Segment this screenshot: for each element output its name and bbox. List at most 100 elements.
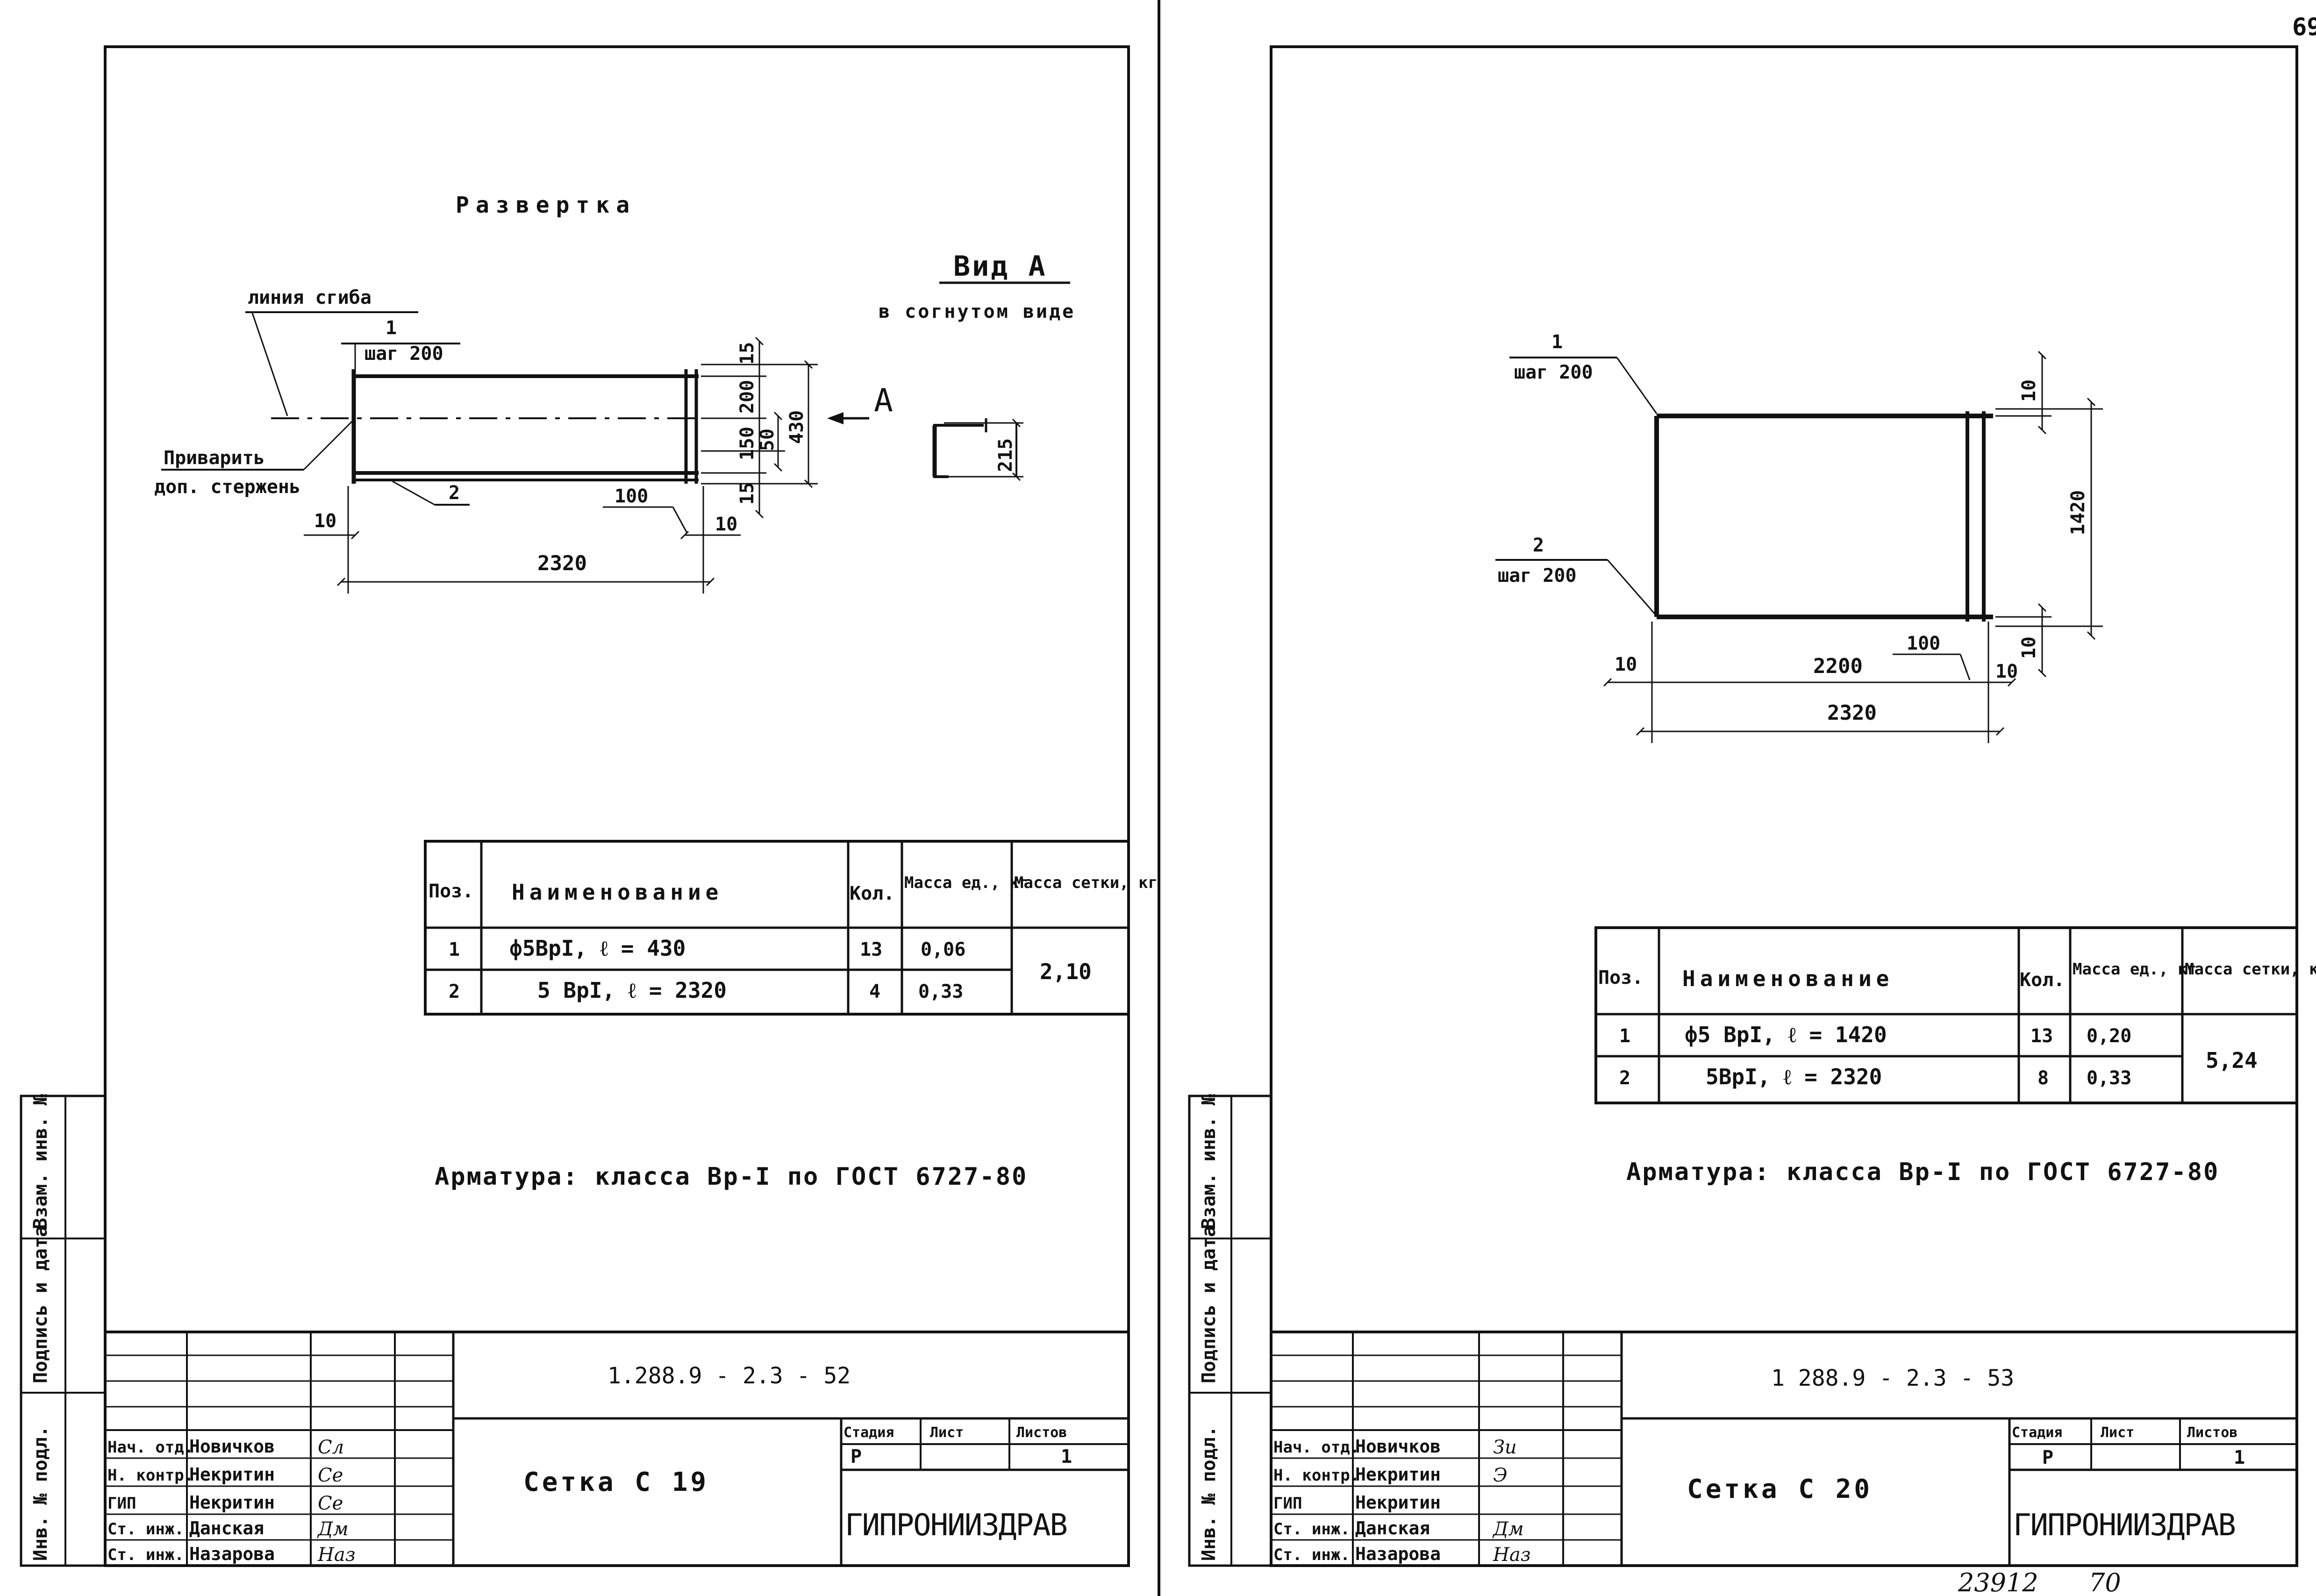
stamp-title: Сетка С 20 [1687, 1474, 1873, 1504]
stamp-sign-4: Дм [317, 1518, 349, 1540]
table-row2-mass: 0,33 [2087, 1067, 2131, 1089]
dim-total-2320: 2320 [1827, 701, 1877, 725]
weld-label-1: Приварить [164, 447, 265, 469]
view-arrow-letter: А [874, 382, 893, 419]
table-row2-qty: 8 [2037, 1067, 2049, 1089]
stamp-sheets-total: 1 [1061, 1446, 1072, 1467]
stamp-sign-1: Зи [1493, 1437, 1517, 1458]
table-header-mass-unit: Масса ед., кг [904, 873, 1029, 892]
stamp-sheets-label: Листов [2187, 1424, 2237, 1441]
stamp-role-1: Нач. отд. [1273, 1438, 1359, 1457]
stamp-name-3: Некритин [1355, 1492, 1441, 1513]
table-header-qty: Кол. [2020, 969, 2065, 991]
stamp-sheet-label: Лист [930, 1424, 964, 1441]
pos2-label: 2 [1533, 535, 1544, 556]
dim-left-10: 10 [1615, 654, 1637, 675]
stamp-sign-2: Э [1493, 1465, 1508, 1486]
stamp-sign-4: Дм [1492, 1518, 1524, 1540]
view-subtitle: в согнутом виде [879, 301, 1075, 322]
table-row2-name: 5ВрI, ℓ = 2320 [1706, 1064, 1882, 1089]
stamp-stage-label: Стадия [2012, 1424, 2062, 1441]
dim-150: 150 [736, 427, 758, 460]
bend-line-label: линия сгиба [248, 287, 372, 308]
stamp-stage: Р [851, 1446, 862, 1467]
step2-label: шаг 200 [1498, 565, 1577, 587]
table-header-pos: Поз. [1598, 967, 1643, 988]
stamp-title: Сетка С 19 [523, 1467, 709, 1497]
stamp-role-5: Ст. инж. [107, 1546, 184, 1564]
dim-right-10: 10 [715, 514, 737, 535]
table-header-name: Наименование [1682, 966, 1894, 991]
drawing-title: Развертка [456, 192, 636, 218]
dim-200: 200 [736, 380, 758, 414]
table-header-pos: Поз. [429, 880, 473, 902]
reinforcement-note: Арматура: класса Вр-I по ГОСТ 6727-80 [1626, 1158, 2219, 1186]
table-row1-name: ф5 ВрI, ℓ = 1420 [1685, 1022, 1887, 1047]
stamp-sign-5: Наз [1493, 1544, 1531, 1566]
dim-top-15: 15 [736, 342, 758, 365]
table-header-name: Наименование [512, 880, 723, 905]
table-row1-pos: 1 [1619, 1025, 1630, 1047]
side-label-sign: Подпись и дата [1198, 1226, 1220, 1383]
pos2-label: 2 [449, 482, 460, 504]
pos1-label: 1 [1551, 331, 1563, 353]
table-total-mass: 5,24 [2206, 1048, 2258, 1073]
stamp-role-4: Ст. инж. [107, 1520, 184, 1539]
table-header-mass-total: Масса сетки, кг [1014, 873, 1158, 892]
table-row2-qty: 4 [869, 981, 880, 1002]
weld-label-2: доп. стержень [154, 476, 300, 498]
stamp-name-4: Данская [189, 1518, 264, 1539]
stamp-name-3: Некритин [189, 1492, 275, 1513]
table-header-mass-total: Масса сетки, кг [2185, 960, 2316, 979]
table-row2-name: 5 ВрI, ℓ = 2320 [537, 978, 727, 1003]
dim-pitch-100: 100 [615, 486, 648, 507]
table-row1-qty: 13 [2030, 1025, 2053, 1047]
dim-left-10: 10 [314, 510, 336, 532]
dim-inner-2200: 2200 [1813, 654, 1863, 678]
stamp-name-2: Некритин [1355, 1464, 1441, 1485]
stamp-name-5: Назарова [1355, 1544, 1441, 1564]
stamp-role-3: ГИП [107, 1494, 136, 1513]
mesh-c20 [1654, 411, 1993, 622]
side-label-replace: Взам. инв. № [1198, 1094, 1220, 1229]
table-row2-pos: 2 [449, 981, 460, 1002]
view-a-bent-shape [933, 424, 984, 478]
table-total-mass: 2,10 [1040, 959, 1092, 984]
dim-top-10: 10 [2018, 379, 2040, 402]
stamp-name-5: Назарова [189, 1544, 275, 1564]
stamp-role-2: Н. контр. [1273, 1466, 1359, 1485]
stamp-name-2: Некритин [189, 1464, 275, 1485]
table-header-qty: Кол. [850, 883, 894, 904]
reinforcement-note: Арматура: класса Вр-I по ГОСТ 6727-80 [435, 1163, 1028, 1191]
stamp-role-5: Ст. инж. [1273, 1546, 1350, 1564]
archive-sheet: 70 [2089, 1568, 2121, 1596]
dim-total-2320: 2320 [537, 551, 587, 575]
table-row1-qty: 13 [860, 939, 882, 960]
stamp-sign-1: Сл [318, 1437, 344, 1458]
table-row2-pos: 2 [1619, 1067, 1630, 1089]
stamp-role-4: Ст. инж. [1273, 1520, 1350, 1539]
table-row1-pos: 1 [449, 939, 460, 960]
side-label-inv: Инв. № подл. [30, 1426, 51, 1561]
table-header-mass-unit: Масса ед., кг [2073, 960, 2197, 979]
step1-label: шаг 200 [365, 343, 443, 365]
stamp-stage-label: Стадия [843, 1424, 894, 1441]
stamp-code: 1 288.9 - 2.3 - 53 [1771, 1365, 2014, 1391]
table-row2-mass: 0,33 [918, 981, 963, 1002]
title-block: 1 288.9 - 2.3 - 53 Сетка С 20 Стадия Лис… [1271, 1331, 2297, 1566]
stamp-stage: Р [2042, 1447, 2053, 1468]
spec-table: Поз. Наименование Кол. Масса ед., кг Мас… [424, 840, 1158, 1016]
step1-label: шаг 200 [1514, 362, 1593, 383]
dim-right-10: 10 [1995, 661, 2018, 682]
stamp-sign-3: Се [318, 1493, 343, 1514]
table-row1-mass: 0,06 [921, 939, 965, 960]
page-number: 69 [2292, 13, 2316, 41]
dim-50: 50 [757, 429, 778, 451]
dim-bottom-10: 10 [2018, 637, 2040, 659]
pos1-label: 1 [386, 317, 397, 339]
spec-table: Поз. Наименование Кол. Масса ед., кг Мас… [1594, 926, 2316, 1104]
stamp-code: 1.288.9 - 2.3 - 52 [608, 1363, 851, 1389]
stamp-sign-2: Се [318, 1465, 343, 1486]
stamp-role-3: ГИП [1273, 1494, 1302, 1513]
